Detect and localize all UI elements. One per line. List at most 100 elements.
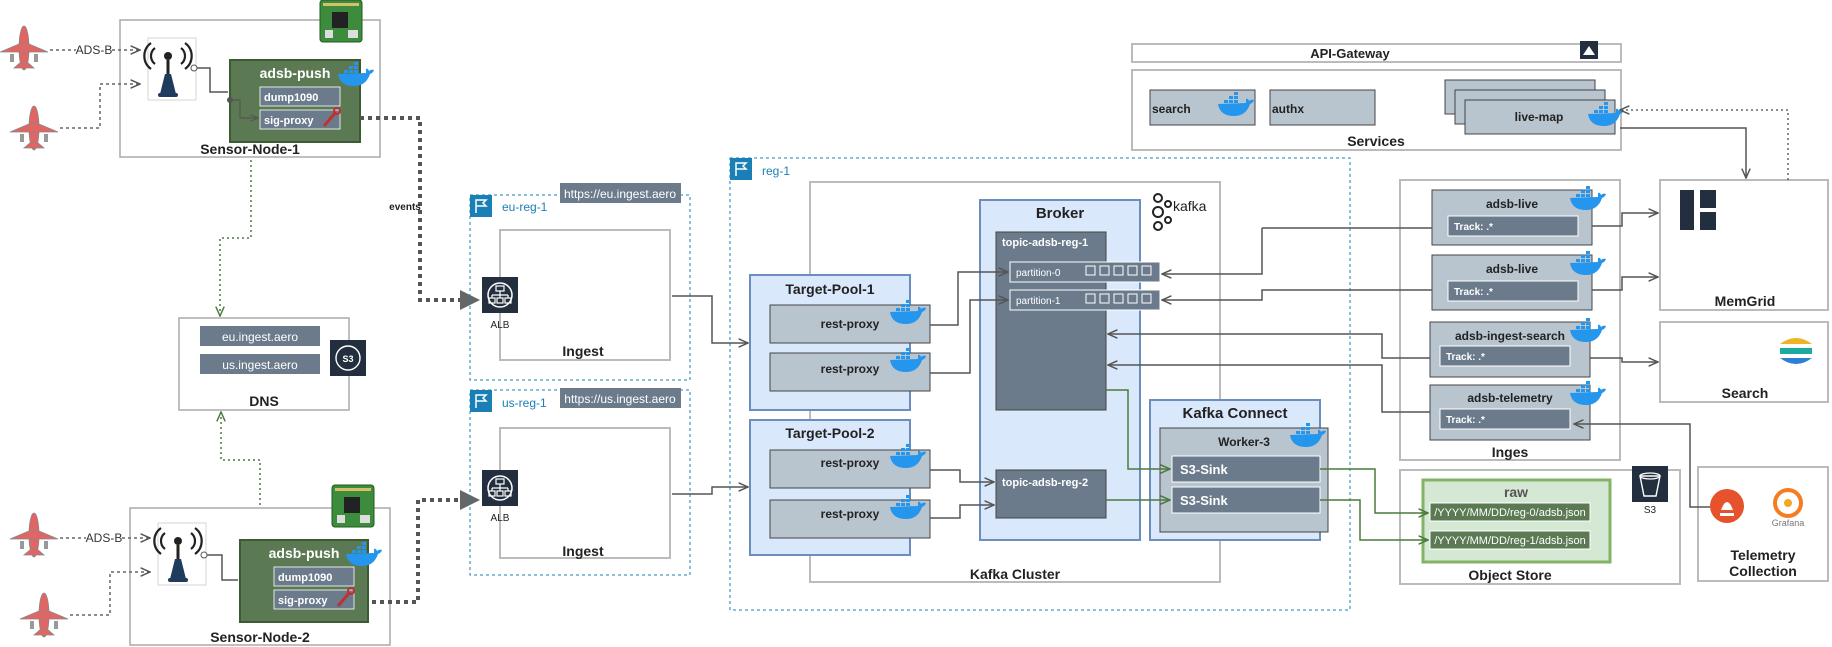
ingest-label: Ingest	[562, 543, 604, 559]
route53-icon-text: S3	[342, 354, 353, 364]
dns-record: us.ingest.aero	[222, 358, 298, 372]
api-gateway	[1131, 43, 1622, 63]
object-store: raw /YYYY/MM/DD/reg-0/adsb.json /YYYY/MM…	[1399, 466, 1681, 585]
push-title: adsb-push	[269, 545, 340, 561]
consumer-label: adsb-live	[1486, 262, 1538, 276]
worker-label: Worker-3	[1218, 435, 1270, 449]
sig-proxy-label: sig-proxy	[264, 115, 314, 127]
object-store-title: Object Store	[1468, 567, 1551, 583]
wrench-icon	[336, 591, 352, 607]
adsb-label: ADS-B	[76, 43, 113, 57]
wrench-icon	[322, 111, 338, 127]
region-flag-label: reg-1	[762, 164, 790, 178]
broker-title: Broker	[1036, 205, 1085, 222]
dns-box: eu.ingest.aero us.ingest.aero S3 DNS	[178, 317, 366, 411]
s3-icon-label: S3	[1644, 505, 1657, 516]
rest-proxy-label: rest-proxy	[821, 507, 880, 521]
track-label: Track: .*	[1454, 287, 1493, 298]
partition-label: partition-1	[1016, 296, 1061, 307]
partition-cells	[1085, 265, 1152, 304]
consumer-label: adsb-ingest-search	[1455, 329, 1565, 343]
grafana-label: Grafana	[1772, 518, 1805, 528]
alb-label: ALB	[491, 513, 510, 524]
s3-sink-label: S3-Sink	[1180, 462, 1228, 477]
sig-proxy-label: sig-proxy	[278, 595, 328, 607]
raspberry-pi-icon	[319, 0, 363, 43]
telemetry-collection: Grafana Telemetry Collection	[1697, 466, 1829, 582]
antenna-icon	[152, 521, 208, 587]
service-label: live-map	[1515, 110, 1564, 124]
region-flag-label: us-reg-1	[502, 396, 547, 410]
sensor-node-title: Sensor-Node-1	[200, 141, 300, 157]
object-path: /YYYY/MM/DD/reg-1/adsb.json	[1434, 535, 1586, 547]
grafana-icon	[1773, 488, 1803, 518]
track-label: Track: .*	[1446, 415, 1485, 426]
target-pool-1: Target-Pool-1 rest-proxy rest-proxy	[749, 274, 931, 411]
memgrid: MemGrid	[1659, 179, 1829, 311]
flag-icon	[729, 157, 753, 181]
rest-proxy-label: rest-proxy	[821, 362, 880, 376]
flag-icon	[469, 389, 493, 413]
events-label: events	[389, 202, 421, 213]
s3-sink-label: S3-Sink	[1180, 493, 1228, 508]
partition-label: partition-0	[1016, 268, 1061, 279]
push-title: adsb-push	[260, 65, 331, 81]
rest-proxy-label: rest-proxy	[821, 456, 880, 470]
services-title: Services	[1347, 133, 1405, 149]
track-label: Track: .*	[1446, 352, 1485, 363]
rest-proxy-label: rest-proxy	[821, 317, 880, 331]
raspberry-pi-icon	[331, 484, 375, 528]
kafka-connect-title: Kafka Connect	[1182, 405, 1287, 422]
alb-icon	[481, 469, 519, 507]
plane-icon	[19, 592, 69, 638]
region-url: https://eu.ingest.aero	[564, 187, 676, 201]
telemetry-title-1: Telemetry	[1730, 547, 1795, 563]
plane-icon	[0, 25, 49, 71]
alb-icon	[481, 276, 519, 314]
antenna-icon	[142, 36, 198, 102]
region-url: https://us.ingest.aero	[564, 392, 676, 406]
bucket-label: raw	[1504, 484, 1528, 500]
ingest-label: Ingest	[562, 343, 604, 359]
search-title: Search	[1722, 385, 1769, 401]
inges-title: Inges	[1492, 444, 1529, 460]
plane-icon	[9, 105, 59, 151]
kafka-connect: Kafka Connect Worker-3 S3-Sink S3-Sink	[1149, 399, 1329, 541]
services: search authx live-map Services	[1131, 69, 1624, 151]
consumer-label: adsb-live	[1486, 197, 1538, 211]
alb-label: ALB	[491, 320, 510, 331]
dns-record: eu.ingest.aero	[222, 330, 298, 344]
sensor-node-title: Sensor-Node-2	[210, 629, 310, 645]
kafka-cluster-title: Kafka Cluster	[970, 566, 1061, 582]
topic-label: topic-adsb-reg-2	[1002, 477, 1088, 489]
telemetry-title-2: Collection	[1729, 563, 1797, 579]
pool-title: Target-Pool-1	[785, 281, 874, 297]
region-reg-1	[729, 157, 1351, 611]
kafka-logo: kafka	[1152, 193, 1207, 231]
topic-label: topic-adsb-reg-1	[1002, 237, 1088, 249]
service-label: search	[1152, 102, 1191, 116]
plane-icon	[9, 512, 59, 558]
flag-icon	[469, 194, 493, 218]
adsb-label: ADS-B	[86, 531, 123, 545]
memgrid-title: MemGrid	[1715, 293, 1776, 309]
dump1090-label: dump1090	[264, 92, 318, 104]
dns-title: DNS	[249, 393, 279, 409]
region-eu-reg-1: eu-reg-1 https://eu.ingest.aero ALB Inge…	[469, 183, 691, 381]
consumer-label: adsb-telemetry	[1467, 391, 1553, 405]
object-path: /YYYY/MM/DD/reg-0/adsb.json	[1434, 507, 1586, 519]
region-us-reg-1: us-reg-1 https://us.ingest.aero ALB Inge…	[469, 388, 691, 576]
sensor-node-2: adsb-push dump1090 sig-proxy Sensor-Node…	[129, 484, 391, 646]
inges: Inges adsb-live Track: .* adsb-live Trac…	[1399, 179, 1621, 461]
service-label: authx	[1272, 102, 1304, 116]
pool-title: Target-Pool-2	[785, 425, 874, 441]
target-pool-2: Target-Pool-2 rest-proxy rest-proxy	[749, 419, 931, 556]
search-box: Search	[1659, 321, 1829, 403]
track-label: Track: .*	[1454, 222, 1493, 233]
api-gateway-title: API-Gateway	[1310, 46, 1390, 61]
dump1090-label: dump1090	[278, 572, 332, 584]
region-flag-label: eu-reg-1	[502, 200, 548, 214]
broker: Broker topic-adsb-reg-1 partition-0 part…	[979, 199, 1161, 541]
sensor-node-1: adsb-push dump1090 sig-proxy Sensor-Node…	[119, 0, 381, 158]
